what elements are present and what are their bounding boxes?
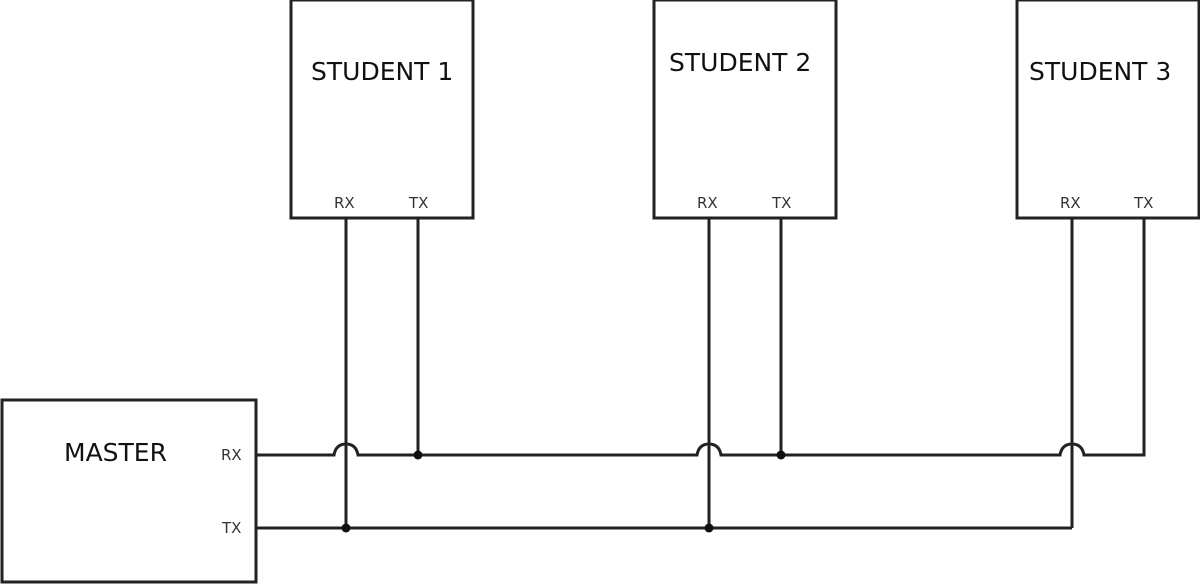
master-box bbox=[0, 398, 258, 584]
junction-dot bbox=[704, 523, 714, 533]
student-1-box bbox=[289, 0, 475, 220]
junction-dot bbox=[776, 450, 786, 460]
junction-dot bbox=[341, 523, 351, 533]
student-1-tx-label: TX bbox=[409, 194, 429, 212]
student-3-label: STUDENT 3 bbox=[1029, 57, 1172, 86]
student-2-rx-label: RX bbox=[697, 194, 718, 212]
student-2-box bbox=[652, 0, 838, 220]
student-3-rx-label: RX bbox=[1060, 194, 1081, 212]
student-3-box bbox=[1015, 0, 1200, 220]
student-2-label: STUDENT 2 bbox=[669, 48, 812, 77]
student-1-label: STUDENT 1 bbox=[311, 57, 454, 86]
master-tx-label: TX bbox=[222, 519, 242, 537]
student-2-tx-label: TX bbox=[772, 194, 792, 212]
master-rx-bus bbox=[256, 218, 1146, 457]
student-3-tx-label: TX bbox=[1134, 194, 1154, 212]
master-label: MASTER bbox=[64, 438, 167, 467]
student-1-rx-label: RX bbox=[334, 194, 355, 212]
master-rx-label: RX bbox=[221, 446, 242, 464]
junction-dot bbox=[413, 450, 423, 460]
